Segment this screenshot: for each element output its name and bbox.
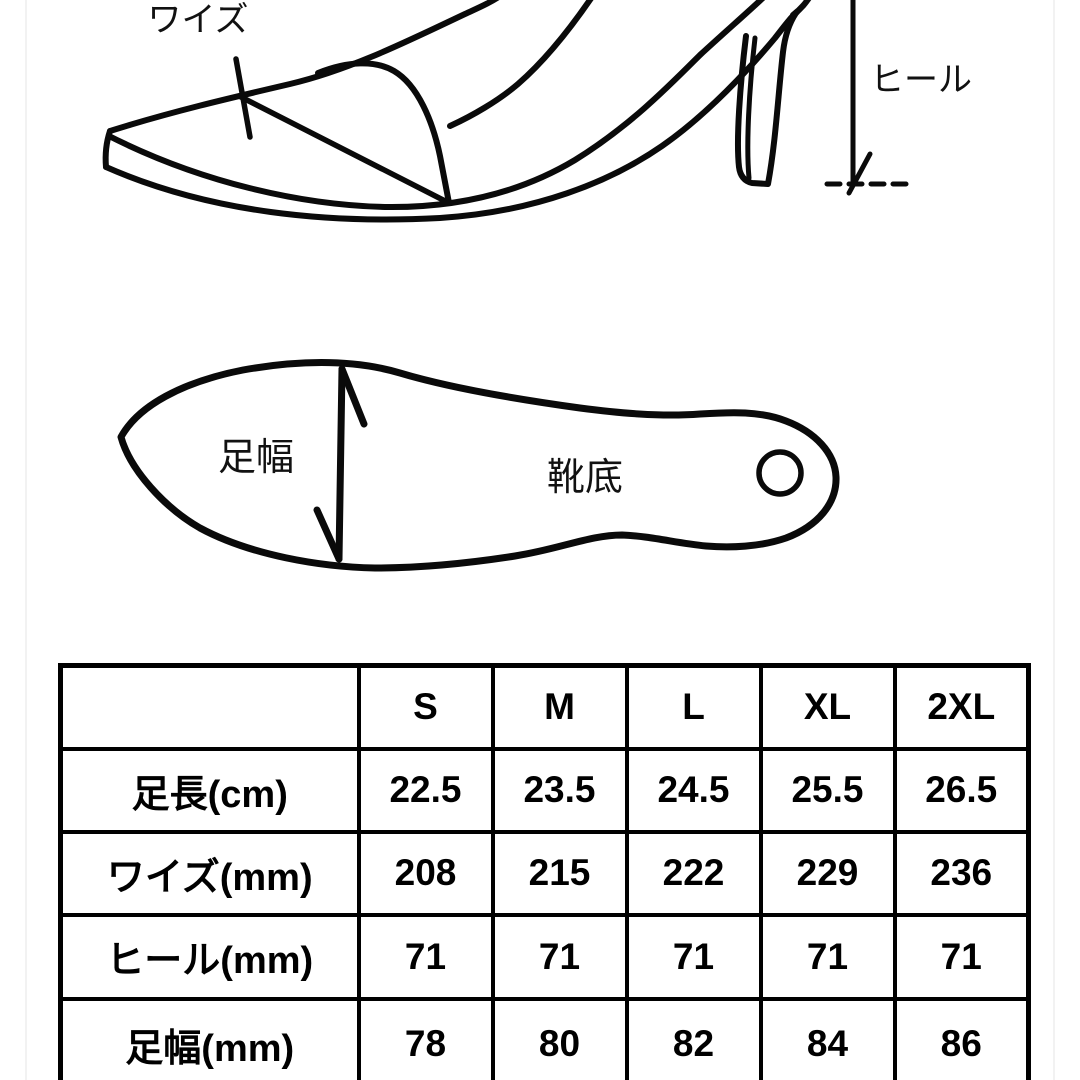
size-value-cell: 71 [490,912,629,1001]
table-row: ヒール(mm) 71 71 71 71 71 [58,912,1031,1001]
size-header-cell: XL [758,663,897,751]
heel-height-label: ヒール [870,61,972,99]
size-value-cell: 71 [892,912,1031,1001]
size-value-cell: 208 [356,829,495,917]
girth-label: ワイズ [148,1,249,39]
table-row: ワイズ(mm) 208 215 222 229 236 [58,829,1031,917]
right-seam-line [1053,0,1055,1080]
shoe-side-view-drawing: ワイズ ヒール [102,0,972,223]
sole-outline-drawing: 足幅 靴底 [117,358,840,572]
size-value-cell: 71 [758,912,897,1001]
size-value-cell: 25.5 [758,746,897,834]
size-header-cell: L [624,663,763,751]
table-row: 足長(cm) 22.5 23.5 24.5 25.5 26.5 [58,746,1031,834]
illustrations: ワイズ ヒール 足幅 靴底 [102,0,972,572]
girth-measure-line [238,94,452,206]
size-table: S M L XL 2XL 足長(cm) 22.5 23.5 24.5 25.5 … [58,663,1031,1080]
measurement-row-label: ヒール(mm) [58,912,361,1001]
foot-width-arrowhead-top [338,365,368,428]
size-value-cell: 78 [356,996,495,1080]
table-header-row: S M L XL 2XL [58,663,1031,751]
size-value-cell: 84 [758,996,897,1080]
size-value-cell: 26.5 [892,746,1031,834]
size-value-cell: 80 [490,996,629,1080]
size-header-cell: S [356,663,495,751]
sole-outline [117,358,840,572]
heel-dot-circle [756,449,804,497]
foot-width-arrow [335,365,346,563]
foot-width-label: 足幅 [218,437,294,479]
measurement-row-label: ワイズ(mm) [58,829,361,917]
measurement-row-label: 足幅(mm) [58,996,361,1080]
size-value-cell: 22.5 [356,746,495,834]
corner-cell [58,663,361,751]
size-value-cell: 222 [624,829,763,917]
measurement-row-label: 足長(cm) [58,746,361,834]
left-seam-line [25,0,27,1080]
size-value-cell: 229 [758,829,897,917]
foot-width-arrowhead-bottom [313,506,343,563]
size-header-cell: 2XL [892,663,1031,751]
size-value-cell: 24.5 [624,746,763,834]
size-value-cell: 71 [624,912,763,1001]
size-value-cell: 215 [490,829,629,917]
size-header-cell: M [490,663,629,751]
sole-label: 靴底 [547,457,623,499]
size-value-cell: 23.5 [490,746,629,834]
size-value-cell: 71 [356,912,495,1001]
size-value-cell: 82 [624,996,763,1080]
girth-tick [233,56,253,140]
size-value-cell: 86 [892,996,1031,1080]
table-row: 足幅(mm) 78 80 82 84 86 [58,996,1031,1080]
size-value-cell: 236 [892,829,1031,917]
